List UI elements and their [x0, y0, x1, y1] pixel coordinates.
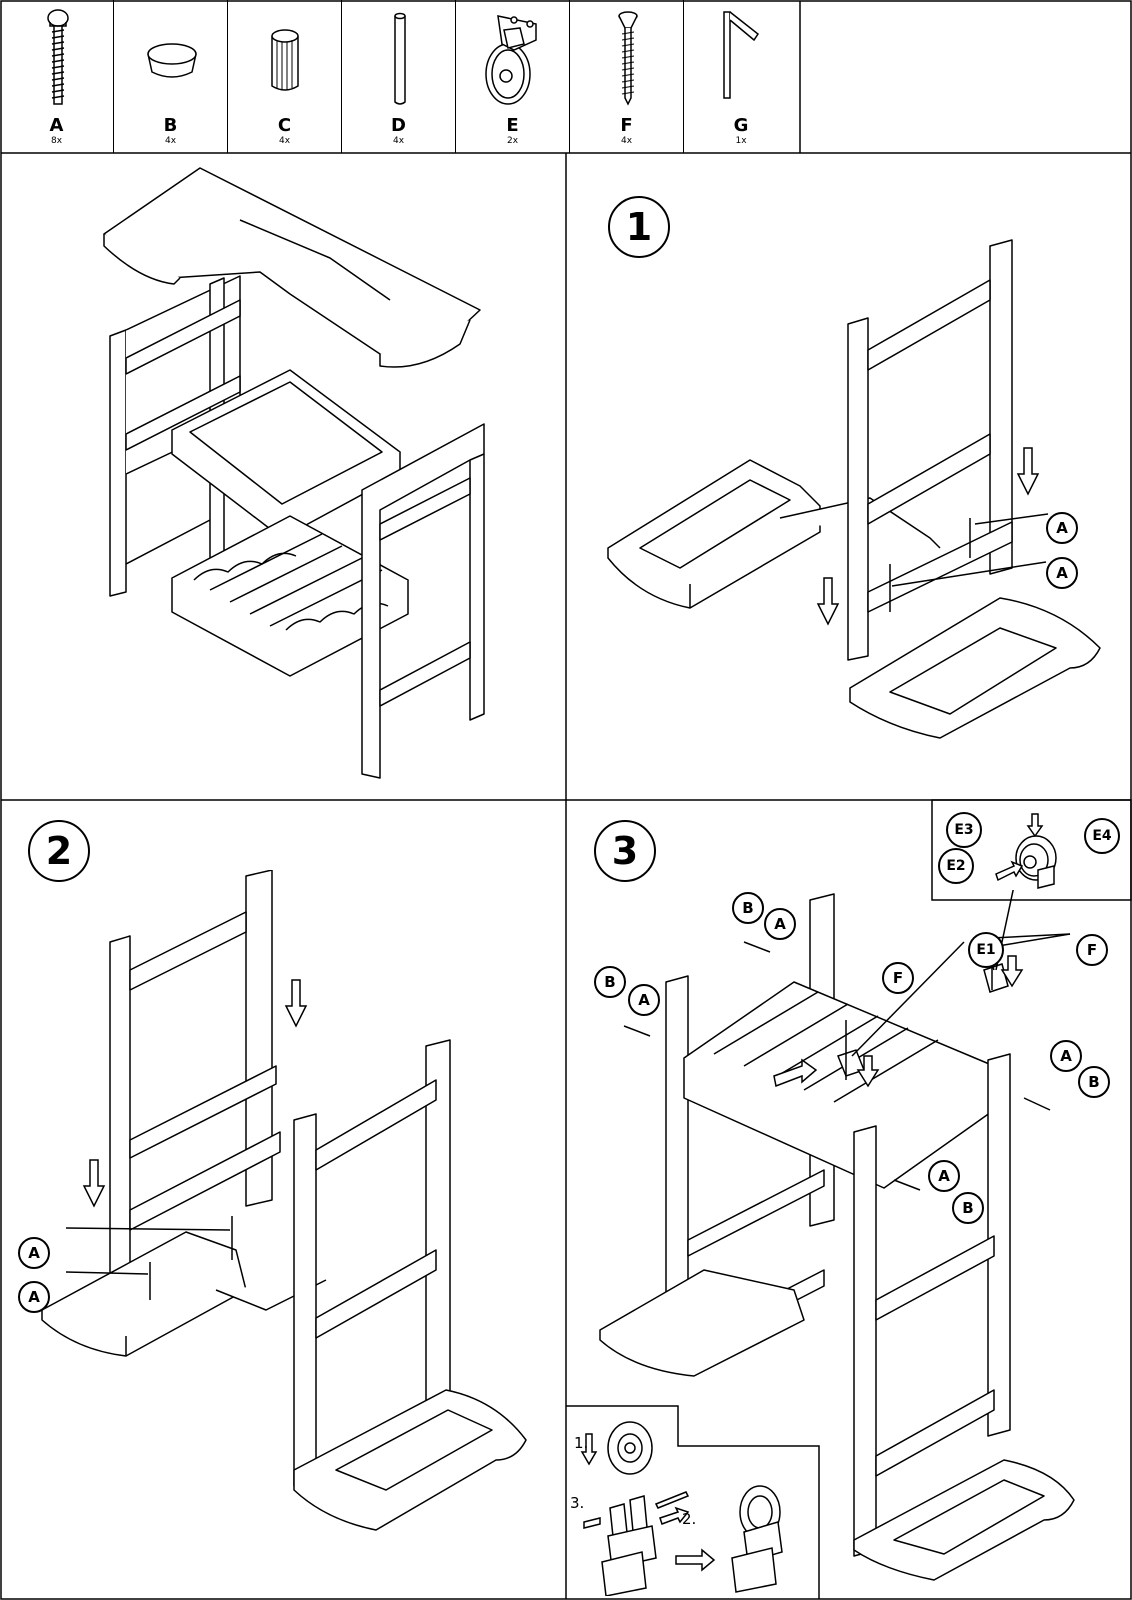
- part-a: A 8x: [0, 0, 114, 153]
- hex-key-icon: [723, 11, 760, 99]
- inset-step-label: 3.: [570, 1494, 585, 1512]
- part-letter: C: [277, 115, 292, 136]
- caster-wheel-icon: [485, 15, 537, 105]
- part-letter: E: [506, 115, 519, 136]
- dowel-cap-icon: [271, 29, 299, 91]
- part-letter: A: [49, 115, 64, 136]
- step-number: 2: [28, 820, 90, 882]
- step2-illustration: [41, 870, 527, 1531]
- callout-b: B: [952, 1192, 984, 1224]
- callout-a: A: [1050, 1040, 1082, 1072]
- step3-illustration: [599, 890, 1075, 1581]
- callout-b: B: [1078, 1066, 1110, 1098]
- part-c: C 4x: [228, 0, 342, 153]
- cap-icon: [147, 43, 197, 78]
- callout-e4: E4: [1084, 818, 1120, 854]
- callout-a: A: [628, 984, 660, 1016]
- part-letter: B: [163, 115, 178, 136]
- caster-assembly-inset: [580, 1421, 783, 1596]
- step-number: 1: [608, 196, 670, 258]
- callout-a: A: [18, 1281, 50, 1313]
- inset-step-label: 1.: [574, 1434, 589, 1452]
- part-d: D 4x: [342, 0, 456, 153]
- rod-icon: [394, 12, 406, 105]
- callout-a: A: [1046, 557, 1078, 589]
- part-letter: F: [620, 115, 633, 136]
- part-f: F 4x: [570, 0, 684, 153]
- part-quantity: 4x: [620, 136, 633, 146]
- caster-detail-illustration: [995, 813, 1057, 889]
- callout-e1: E1: [968, 932, 1004, 968]
- part-quantity: 2x: [506, 136, 519, 146]
- part-quantity: 8x: [50, 136, 63, 146]
- part-e: E 2x: [456, 0, 570, 153]
- part-quantity: 4x: [392, 136, 405, 146]
- step-number: 3: [594, 820, 656, 882]
- inset-step-label: 2.: [682, 1510, 697, 1528]
- callout-a: A: [764, 908, 796, 940]
- callout-e3: E3: [946, 812, 982, 848]
- callout-a: A: [1046, 512, 1078, 544]
- part-quantity: 4x: [278, 136, 291, 146]
- parts-list: A 8x B 4x C 4x D 4x: [0, 0, 800, 153]
- callout-e2: E2: [938, 848, 974, 884]
- bolt-icon: [47, 9, 69, 105]
- callout-b: B: [594, 966, 626, 998]
- screw-icon: [618, 11, 638, 106]
- part-letter: G: [733, 115, 749, 136]
- exploded-overview-illustration: [103, 167, 485, 779]
- callout-a: A: [928, 1160, 960, 1192]
- step1-illustration: [607, 239, 1101, 739]
- part-letter: D: [391, 115, 406, 136]
- callout-f: F: [882, 962, 914, 994]
- callout-b: B: [732, 892, 764, 924]
- part-b: B 4x: [114, 0, 228, 153]
- part-g: G 1x: [684, 0, 798, 153]
- part-quantity: 4x: [164, 136, 177, 146]
- callout-f: F: [1076, 934, 1108, 966]
- part-quantity: 1x: [735, 136, 747, 146]
- callout-a: A: [18, 1237, 50, 1269]
